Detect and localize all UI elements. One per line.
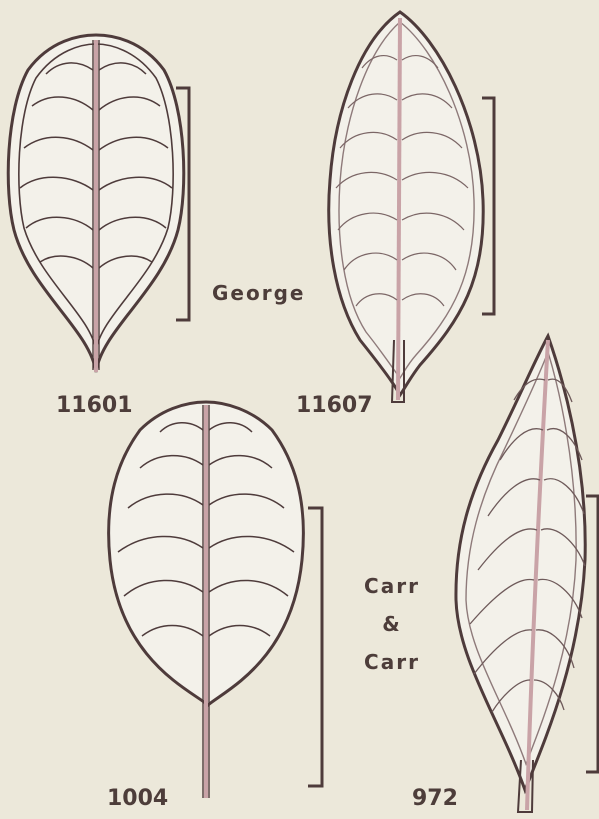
- leaf-972-blade: [456, 336, 585, 790]
- leaf-11607: [329, 12, 483, 402]
- specimen-label-1004: 1004: [107, 786, 168, 811]
- leaf-972: [456, 336, 585, 812]
- collector-label-carr-1: Carr: [350, 567, 434, 605]
- specimen-label-11607: 11607: [296, 393, 373, 418]
- collector-label-carr-and-carr: Carr & Carr: [350, 567, 434, 681]
- specimen-label-972: 972: [412, 786, 458, 811]
- collector-label-ampersand: &: [350, 605, 434, 643]
- scale-bar-1004: [308, 508, 322, 786]
- scale-bar-972: [586, 496, 598, 772]
- leaf-1004: [109, 402, 304, 798]
- collector-label-george: George: [212, 281, 305, 305]
- collector-label-carr-2: Carr: [350, 643, 434, 681]
- leaf-11601: [8, 35, 184, 372]
- leaf-11607-midrib: [398, 18, 400, 400]
- specimen-label-11601: 11601: [56, 393, 133, 418]
- leaf-11607-blade: [329, 12, 483, 395]
